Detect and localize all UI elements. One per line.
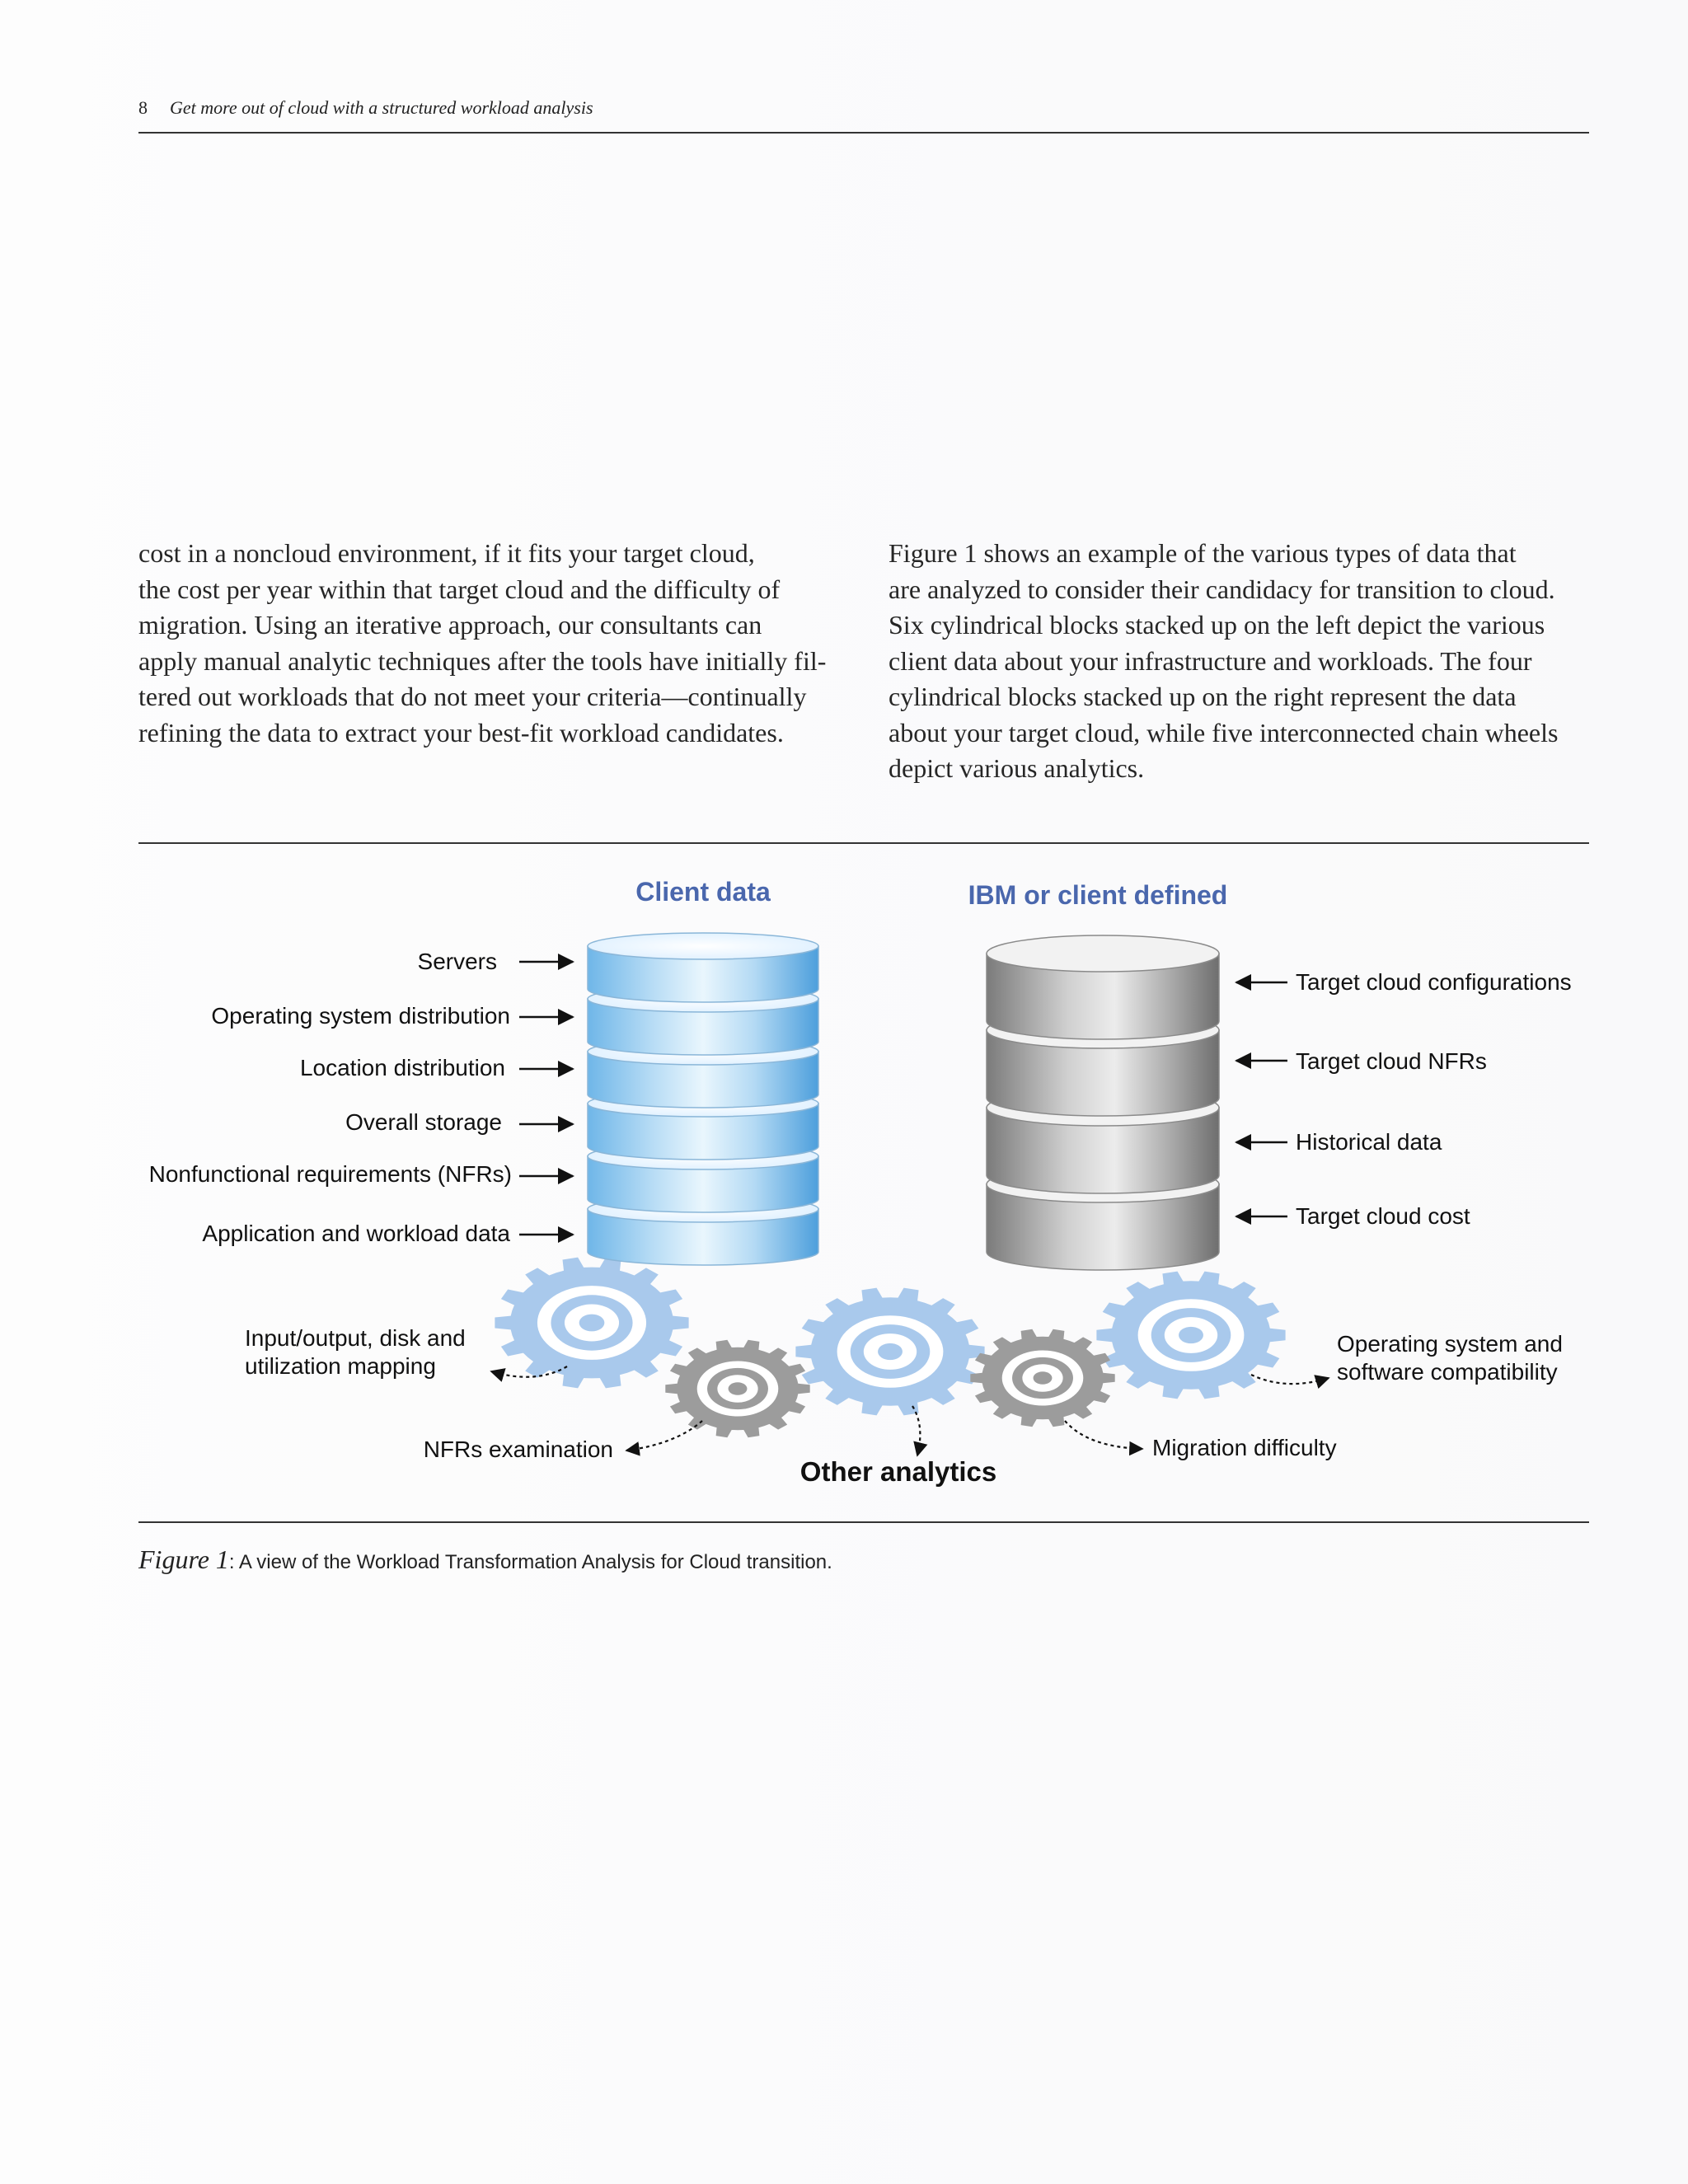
ibm-labels: Target cloud configurations Target cloud… (1236, 969, 1572, 1229)
label-overall-storage: Overall storage (345, 1109, 502, 1135)
label-target-configurations: Target cloud configurations (1296, 969, 1572, 995)
analytics-gears (495, 1258, 1285, 1438)
figure-caption: Figure 1: A view of the Workload Transfo… (138, 1544, 832, 1575)
label-io-mapping-1: Input/output, disk and (245, 1325, 466, 1351)
gear-icon-hub (1034, 1371, 1053, 1385)
client-data-heading: Client data (635, 877, 771, 907)
caption-label: Figure 1 (138, 1544, 229, 1574)
label-os-distribution: Operating system distribution (211, 1003, 510, 1029)
label-nfrs: Nonfunctional requirements (NFRs) (149, 1161, 512, 1187)
label-other-analytics: Other analytics (800, 1456, 996, 1487)
client-cylinder-slice (588, 933, 818, 1002)
ibm-defined-heading: IBM or client defined (968, 880, 1228, 910)
label-historical-data: Historical data (1296, 1129, 1442, 1155)
gear-icon-hub (1179, 1327, 1203, 1343)
gear-icon-hub (729, 1382, 748, 1395)
ibm-defined-cylinder (987, 935, 1219, 1270)
label-nfrs-examination: NFRs examination (424, 1436, 613, 1462)
label-target-cost: Target cloud cost (1296, 1203, 1470, 1229)
label-servers: Servers (418, 949, 497, 974)
ibm-cylinder-top (987, 935, 1219, 972)
label-os-compat-2: software compatibility (1337, 1359, 1558, 1385)
gear-icon-hub (579, 1315, 605, 1332)
gear-icon (1096, 1272, 1285, 1399)
gear-icon (665, 1340, 809, 1437)
client-data-cylinder (588, 933, 818, 1265)
label-migration-difficulty: Migration difficulty (1152, 1435, 1337, 1460)
client-cylinder-top (588, 933, 818, 959)
label-io-mapping-2: utilization mapping (245, 1353, 436, 1379)
client-labels: Servers Operating system distribution Lo… (149, 949, 573, 1246)
label-application-workload: Application and workload data (202, 1221, 510, 1246)
label-location-distribution: Location distribution (300, 1055, 505, 1080)
gear-icon (970, 1329, 1114, 1427)
label-target-nfrs: Target cloud NFRs (1296, 1048, 1487, 1074)
caption-text: : A view of the Workload Transformation … (229, 1551, 832, 1573)
gear-icon (795, 1288, 984, 1416)
ibm-cylinder-slice (987, 935, 1219, 1039)
dotted-arrow-icon (1065, 1421, 1142, 1449)
gear-icon (495, 1258, 688, 1389)
gear-icon-hub (878, 1343, 903, 1360)
label-os-compat-1: Operating system and (1337, 1331, 1563, 1357)
dotted-arrow-icon (1251, 1375, 1329, 1384)
